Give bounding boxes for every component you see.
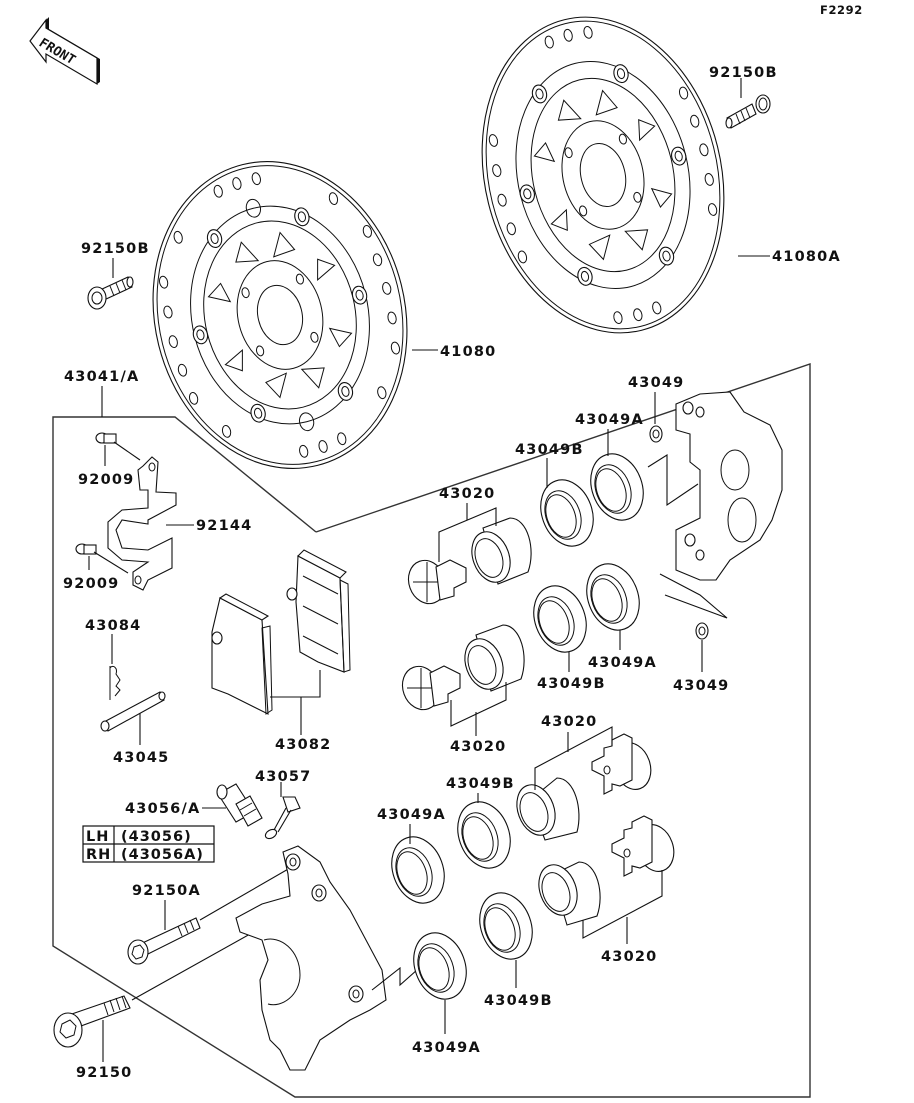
label-clip: 43084: [85, 618, 141, 634]
label-seal-b-lower: 43049B: [446, 776, 515, 792]
table-side-lh: LH: [86, 829, 109, 845]
bleeder-cap-43057: [264, 796, 301, 840]
caliper-left-axis: [371, 961, 427, 991]
bolt-a-axis: [199, 867, 291, 921]
label-seal-a-lower: 43049A: [377, 807, 446, 823]
diagram-code: F2292: [820, 3, 863, 17]
label-bolt-top-right: 92150B: [709, 65, 778, 81]
pin-43045: [100, 691, 166, 732]
leader-piston-right-top-bracket: [534, 726, 613, 790]
label-screw-bottom: 92009: [63, 576, 119, 592]
label-piston-top: 43020: [439, 486, 495, 502]
piston-43020-right-bottom: [538, 861, 601, 926]
screw-92009-top: [95, 432, 141, 461]
label-seal-b-top: 43049B: [515, 442, 584, 458]
seal-43049a-mid: [586, 563, 640, 631]
seal-43049b-mid: [533, 585, 587, 653]
seal-43049a-lower: [391, 836, 445, 904]
label-bolt-a: 92150A: [132, 883, 201, 899]
bolt-92150: [53, 995, 131, 1048]
label-cap-mid: 43049: [673, 678, 729, 694]
piston-insulator-right-bottom: [611, 815, 675, 877]
bolt-92150a: [127, 917, 201, 965]
label-seal-b-mid: 43049B: [537, 676, 606, 692]
leader-piston-right-bottom-bracket: [582, 870, 663, 939]
label-bleeder-cap: 43057: [255, 769, 311, 785]
label-pads: 43082: [275, 737, 331, 753]
screw-92009-bottom: [75, 543, 129, 574]
caliper-body-right: [675, 391, 783, 581]
piston-43020-right-top: [516, 777, 580, 841]
label-cap-top: 43049: [628, 375, 684, 391]
front-arrow-icon: FRONT: [29, 17, 100, 86]
piston-43020-mid: [464, 624, 525, 692]
label-spring-plate: 92144: [196, 518, 252, 534]
piston-insulator-right-top: [591, 733, 652, 795]
label-screw-top: 92009: [78, 472, 134, 488]
seal-43049b-lower: [457, 801, 511, 869]
label-bolt: 92150: [76, 1065, 132, 1081]
bolt-92150b-left: [87, 276, 134, 310]
bolt-92150b-right: [725, 94, 771, 129]
label-seal-a-mid: 43049A: [588, 655, 657, 671]
label-bolt-top-left: 92150B: [81, 241, 150, 257]
piston-insulator-top: [407, 559, 467, 605]
label-disc-right: 41080A: [772, 249, 841, 265]
table-side-rh: RH: [86, 847, 111, 863]
label-piston-right-top: 43020: [541, 714, 597, 730]
piston-insulator-mid: [401, 665, 461, 711]
seal-43049b-bottom: [479, 892, 533, 960]
leader-pads-bracket: [270, 670, 321, 698]
brake-disc-right: [481, 16, 725, 334]
label-disc-left: 41080: [440, 344, 496, 360]
seal-43049a-top: [590, 453, 644, 521]
table-part-rh: (43056A): [121, 847, 204, 863]
label-bleeder-valve: 43056/A: [125, 801, 200, 817]
variant-table: LH (43056) RH (43056A): [82, 825, 215, 863]
label-caliper-assy: 43041/A: [64, 369, 139, 385]
seal-43049b-top: [540, 479, 594, 547]
clip-43084: [109, 665, 121, 700]
caliper-right-axis-top: [647, 454, 699, 507]
piston-43020-top: [471, 517, 532, 585]
label-seal-a-top: 43049A: [575, 412, 644, 428]
label-pin: 43045: [113, 750, 169, 766]
seal-43049a-bottom: [413, 932, 467, 1000]
brake-pads-43082: [211, 549, 351, 715]
cap-43049-mid: [695, 622, 709, 640]
label-seal-b-bottom: 43049B: [484, 993, 553, 1009]
label-piston-mid: 43020: [450, 739, 506, 755]
brake-disc-left: [152, 161, 408, 469]
caliper-body-left: [235, 845, 387, 1071]
table-part-lh: (43056): [121, 829, 192, 845]
label-seal-a-bottom: 43049A: [412, 1040, 481, 1056]
assembly-frame: [52, 363, 811, 1098]
bleeder-valve-43056: [216, 783, 263, 827]
leader-piston-mid-bracket: [450, 682, 507, 727]
label-piston-right-bottom: 43020: [601, 949, 657, 965]
spring-plate-92144: [107, 456, 177, 591]
cap-43049-top: [649, 425, 663, 443]
caliper-right-axis-bottom: [659, 573, 728, 619]
